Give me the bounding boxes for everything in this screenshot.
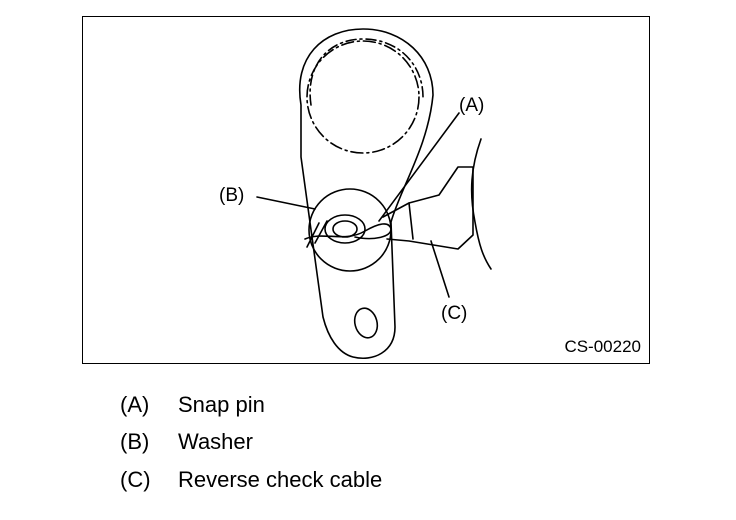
lever-slot-hole bbox=[353, 307, 379, 339]
callout-c: (C) bbox=[441, 303, 468, 324]
lever-upper-hole bbox=[306, 40, 420, 154]
housing-edge bbox=[470, 138, 492, 270]
figure-frame: (A) (B) (C) CS-00220 bbox=[82, 16, 650, 364]
lever-dashed-edge bbox=[309, 38, 424, 106]
leader-b bbox=[256, 196, 316, 210]
callout-a: (A) bbox=[459, 95, 485, 116]
cable-end-line bbox=[408, 202, 414, 240]
callout-b: (B) bbox=[219, 185, 245, 206]
snap-pin-coil bbox=[324, 214, 366, 244]
leader-a bbox=[378, 112, 460, 222]
legend-key: (A) bbox=[120, 392, 150, 417]
legend-text: Washer bbox=[178, 429, 253, 454]
legend-key: (B) bbox=[120, 429, 150, 454]
legend-text: Snap pin bbox=[178, 392, 265, 417]
snap-pin-tail bbox=[306, 220, 328, 248]
snap-pin-coil-inner bbox=[332, 220, 358, 238]
leader-c bbox=[430, 240, 450, 298]
lever-arm bbox=[298, 28, 434, 359]
figure-code: CS-00220 bbox=[564, 337, 641, 356]
lever-diagram bbox=[256, 28, 492, 359]
legend-key: (C) bbox=[120, 467, 151, 492]
legend-text: Reverse check cable bbox=[178, 467, 383, 492]
snap-pin-leg bbox=[304, 223, 392, 240]
